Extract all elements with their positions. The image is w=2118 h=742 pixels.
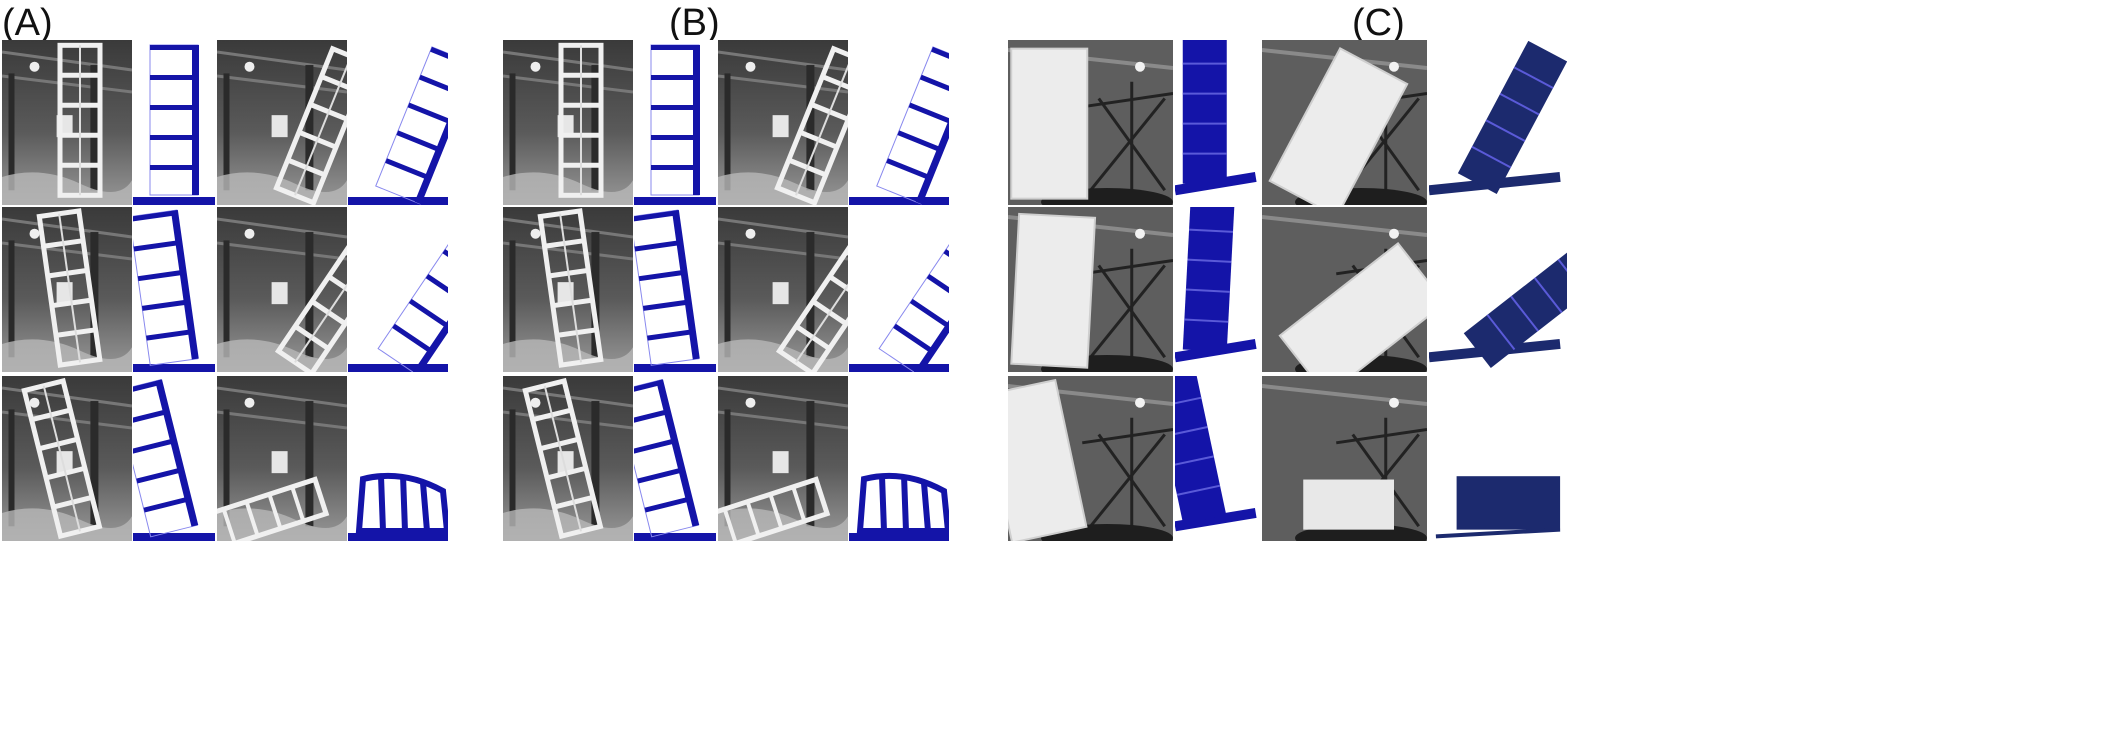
panel-c-photo-r2c1: [1008, 207, 1173, 372]
panel-c-model-r1c4: [1429, 40, 1567, 205]
panel-c-model-r3c4: [1429, 376, 1567, 541]
panel-label-a: (A): [2, 2, 53, 44]
panel-a-model-r2c2: [133, 207, 215, 372]
panel-b-photo-r2c3: [718, 207, 848, 372]
panel-a-photo-r2c1: [2, 207, 132, 372]
panel-label-b: (B): [669, 2, 720, 44]
panel-c-model-r2c2: [1175, 207, 1260, 372]
panel-c-model-r3c2: [1175, 376, 1260, 541]
panel-a-photo-r1c1: [2, 40, 132, 205]
panel-c-photo-r1c3: [1262, 40, 1427, 205]
panel-b-model-r1c4: [849, 40, 949, 205]
panel-a-photo-r3c1: [2, 376, 132, 541]
panel-a-model-r1c4: [348, 40, 448, 205]
panel-a-photo-r2c3: [217, 207, 347, 372]
panel-b-model-r1c2: [634, 40, 716, 205]
panel-b-photo-r3c1: [503, 376, 633, 541]
panel-label-c: (C): [1352, 2, 1405, 44]
panel-b-model-r3c2: [634, 376, 716, 541]
panel-a-model-r2c4: [348, 207, 448, 372]
panel-b-photo-r3c3: [718, 376, 848, 541]
panel-c-photo-r2c3: [1262, 207, 1427, 372]
panel-b-model-r2c4: [849, 207, 949, 372]
panel-a-photo-r1c3: [217, 40, 347, 205]
panel-b-model-r2c2: [634, 207, 716, 372]
panel-c-photo-r1c1: [1008, 40, 1173, 205]
panel-c-photo-r3c1: [1008, 376, 1173, 541]
panel-a-model-r1c2: [133, 40, 215, 205]
panel-b-photo-r1c1: [503, 40, 633, 205]
panel-a-photo-r3c3: [217, 376, 347, 541]
panel-a-model-r3c2: [133, 376, 215, 541]
panel-a-model-r3c4: [348, 376, 448, 541]
panel-b-photo-r2c1: [503, 207, 633, 372]
panel-c-model-r1c2: [1175, 40, 1260, 205]
panel-c-model-r2c4: [1429, 207, 1567, 372]
panel-c-photo-r3c3: [1262, 376, 1427, 541]
panel-b-photo-r1c3: [718, 40, 848, 205]
panel-b-model-r3c4: [849, 376, 949, 541]
